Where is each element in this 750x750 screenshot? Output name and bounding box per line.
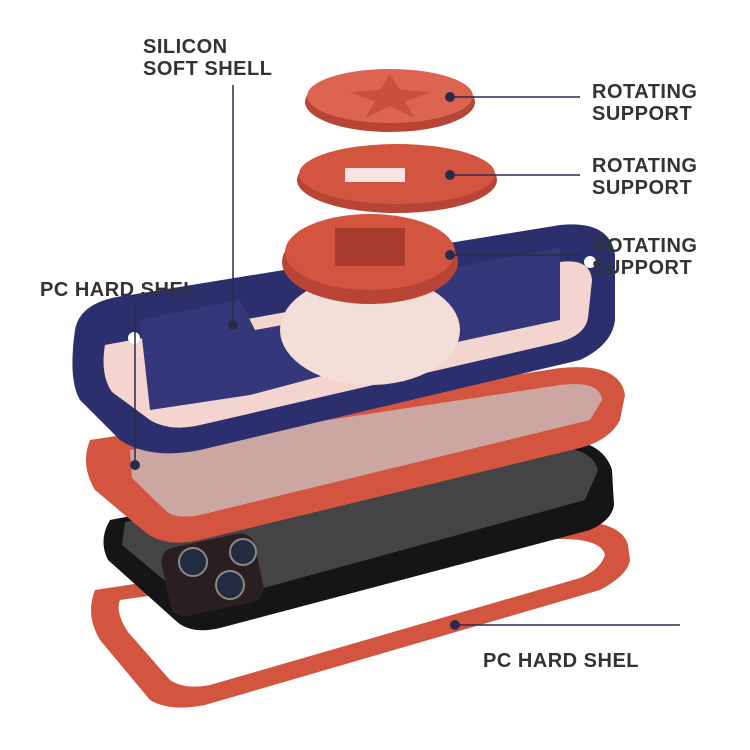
label-line: SUPPORT <box>592 177 693 199</box>
phone <box>103 438 615 631</box>
label-silicon-soft-shell: SILICON SOFT SHELL <box>143 36 272 80</box>
label-line: SUPPORT <box>592 103 693 125</box>
label-pc-hard-shell-top: PC HARD SHEL <box>40 279 197 301</box>
rotating-support-disc-1 <box>305 69 475 132</box>
label-rotating-support-2: ROTATING SUPPORT <box>592 155 697 199</box>
rotating-support-disc-3 <box>282 214 458 304</box>
silicon-soft-shell <box>72 224 616 454</box>
leader-lines <box>130 85 680 630</box>
rotating-support-disc-2 <box>297 144 497 213</box>
label-rotating-support-3: ROTATING SUPPORT <box>592 235 697 279</box>
label-line: ROTATING <box>592 81 698 103</box>
label-line: SILICON <box>143 36 228 58</box>
top-pc-hard-shell <box>86 367 625 543</box>
label-line: SOFT SHELL <box>143 58 273 80</box>
bottom-pc-hard-shell <box>91 520 630 708</box>
label-pc-hard-shell-bottom: PC HARD SHEL <box>483 650 640 672</box>
label-rotating-support-1: ROTATING SUPPORT <box>592 81 697 125</box>
label-line: SUPPORT <box>592 257 693 279</box>
label-line: ROTATING <box>592 235 698 257</box>
label-line: ROTATING <box>592 155 698 177</box>
